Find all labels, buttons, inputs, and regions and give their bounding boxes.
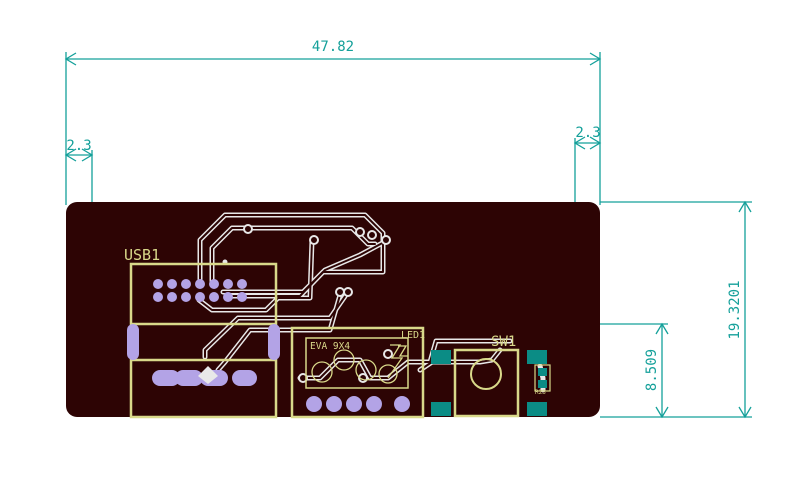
led-module-footprint <box>290 326 425 419</box>
switch-footprint <box>431 348 551 418</box>
switch-label: SW1 <box>491 334 516 350</box>
led-module-label: EVA 9X4 <box>310 341 350 352</box>
led-ref-label: LED1 <box>401 330 425 341</box>
usb-label: USB1 <box>124 246 160 264</box>
dimension-width-label: 47.82 <box>312 39 354 55</box>
small-part-label: R23 <box>535 389 546 396</box>
dimension-left-inset-label: 2.3 <box>66 138 91 154</box>
dimension-height-label: 19.3201 <box>727 280 743 339</box>
dimension-height <box>600 200 752 419</box>
dimension-right-inset-label: 2.3 <box>575 125 600 141</box>
dimension-width <box>64 52 602 205</box>
dimension-mid-height-label: 8.509 <box>644 349 660 391</box>
vias <box>243 224 393 383</box>
usb-footprint <box>127 262 280 419</box>
